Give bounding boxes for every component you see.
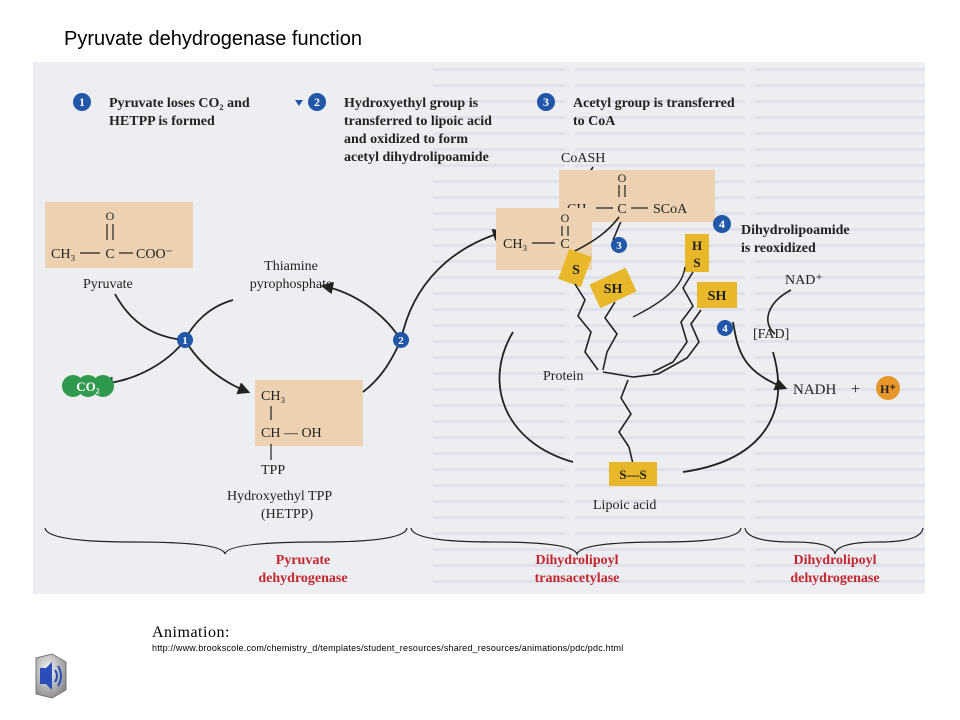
hetpp-label2: (HETPP): [261, 507, 313, 522]
animation-label: Animation:: [152, 624, 230, 641]
animation-link[interactable]: http://www.brookscole.com/chemistry_d/te…: [152, 643, 624, 653]
step-2-line2: transferred to lipoic acid: [344, 114, 492, 129]
co2-arrow: [100, 339, 186, 390]
step-2-number: 2: [314, 95, 320, 109]
step-1-line1: Pyruvate loses CO₂ and: [109, 96, 250, 111]
svg-text:4: 4: [722, 323, 728, 335]
step-1-line2: HETPP is formed: [109, 114, 215, 129]
lipoic-acid-label: Lipoic acid: [593, 498, 656, 513]
nad-plus-label: NAD⁺: [785, 273, 823, 288]
step-1-note: 1 Pyruvate loses CO₂ and HETPP is formed: [73, 93, 250, 129]
step-4-number: 4: [719, 217, 725, 231]
lipoic-acid-disulfide: S—S: [609, 462, 657, 486]
step-3-badge: [537, 93, 555, 111]
tpp-return-arrow: [320, 281, 402, 341]
step-3-line2: to CoA: [573, 114, 616, 129]
enzyme-3-line2: dehydrogenase: [790, 571, 879, 586]
step-2-note: 2 Hydroxyethyl group is transferred to l…: [295, 93, 492, 165]
pyruvate-c: C: [105, 247, 114, 262]
bracket-transacetylase: [410, 527, 742, 556]
hetpp-molecule: CH₃ CH — OH: [255, 380, 363, 446]
bracket-pdh: [44, 527, 408, 555]
step-3-line1: Acetyl group is transferred: [573, 96, 735, 111]
tpp-in-arrow: [184, 299, 234, 341]
enzyme-2-line1: Dihydrolipoyl: [536, 553, 619, 568]
pyruvate-molecule: O CH₃ C COO⁻: [45, 202, 193, 268]
background-ghost-text: [433, 62, 925, 594]
hetpp-ch3: CH₃: [261, 389, 285, 404]
pyruvate-oxygen: O: [106, 209, 115, 223]
pyruvate-coo: COO⁻: [136, 247, 173, 262]
speaker-icon[interactable]: [30, 652, 70, 700]
acetylcoa-scoa: SCoA: [653, 202, 688, 217]
step-2-line3: and oxidized to form: [344, 132, 468, 147]
step-4-badge: [713, 215, 731, 233]
svg-text:H⁺: H⁺: [880, 382, 896, 396]
svg-text:1: 1: [182, 335, 188, 347]
hetpp-tpp: TPP: [261, 463, 285, 478]
svg-text:S: S: [572, 263, 580, 278]
pyruvate-label: Pyruvate: [83, 277, 133, 292]
co2-molecule: CO₂: [62, 375, 114, 397]
svg-text:2: 2: [398, 335, 404, 347]
pyruvate-ch3: CH₃: [51, 247, 75, 262]
step-2-line4: acetyl dihydrolipoamide: [344, 150, 489, 165]
svg-text:O: O: [561, 211, 570, 225]
bracket-dld: [744, 527, 924, 555]
step-4-line2: is reoxidized: [741, 241, 816, 256]
enzyme-3-line1: Dihydrolipoyl: [794, 553, 877, 568]
step-3-number: 3: [543, 95, 549, 109]
step-2-line1: Hydroxyethyl group is: [344, 96, 479, 111]
svg-text:SH: SH: [708, 289, 727, 304]
slide-title: Pyruvate dehydrogenase function: [64, 28, 362, 50]
step-1-number: 1: [79, 95, 85, 109]
enzyme-1-line2: dehydrogenase: [258, 571, 347, 586]
reoxidation-arrow: [732, 321, 788, 391]
hetpp-choh: CH — OH: [261, 426, 322, 441]
hetpp-label1: Hydroxyethyl TPP: [227, 489, 332, 504]
step-1-badge: [73, 93, 91, 111]
pyruvate-arrow: [114, 293, 184, 341]
svg-text:3: 3: [616, 240, 622, 252]
step-2-badge: [308, 93, 326, 111]
coash-label: CoASH: [561, 151, 605, 166]
hetpp-to-step2-arrow: [362, 339, 402, 393]
fad-label: [FAD]: [753, 327, 789, 342]
svg-text:H: H: [692, 238, 702, 253]
nadh-label: NADH: [793, 382, 836, 398]
svg-text:C: C: [560, 237, 569, 252]
pathway-diagram: 1 Pyruvate loses CO₂ and HETPP is formed…: [44, 62, 925, 594]
sulfur-groups: S SH H S SH: [558, 234, 737, 309]
step-3-note: 3 Acetyl group is transferred to CoA: [537, 93, 735, 129]
step-4-line1: Dihydrolipoamide: [741, 223, 850, 238]
acetyl-coa-molecule: O CH₃ C SCoA: [559, 170, 715, 222]
protein-label: Protein: [543, 369, 583, 384]
h-plus-ion: H⁺: [876, 376, 900, 400]
svg-text:S—S: S—S: [619, 467, 646, 482]
step-1-marker: 1: [177, 332, 193, 348]
svg-text:SH: SH: [604, 282, 623, 297]
step-2-marker: 2: [393, 332, 409, 348]
thiamine-line2: pyrophosphate: [250, 277, 332, 292]
step-4-note: 4 Dihydrolipoamide is reoxidized: [713, 215, 850, 256]
thiamine-line1: Thiamine: [264, 259, 318, 274]
pathway-figure: 1 Pyruvate loses CO₂ and HETPP is formed…: [33, 62, 925, 594]
acetylcoa-c: C: [617, 202, 626, 217]
step-2-pointer: [295, 100, 303, 106]
enzyme-2-line2: transacetylase: [535, 571, 620, 586]
step-4-marker: 4: [717, 320, 733, 336]
enzyme-1-line1: Pyruvate: [276, 553, 330, 568]
acetylcoa-oxygen: O: [618, 171, 627, 185]
step-3-marker: 3: [611, 237, 627, 253]
svg-text:S: S: [693, 255, 700, 270]
hetpp-arrow: [184, 339, 251, 395]
co2-label: CO₂: [76, 379, 100, 394]
svg-text:CH₃: CH₃: [503, 237, 527, 252]
to-acetyl-lipoamide-arrow: [400, 228, 506, 341]
plus-sign: +: [851, 381, 860, 398]
